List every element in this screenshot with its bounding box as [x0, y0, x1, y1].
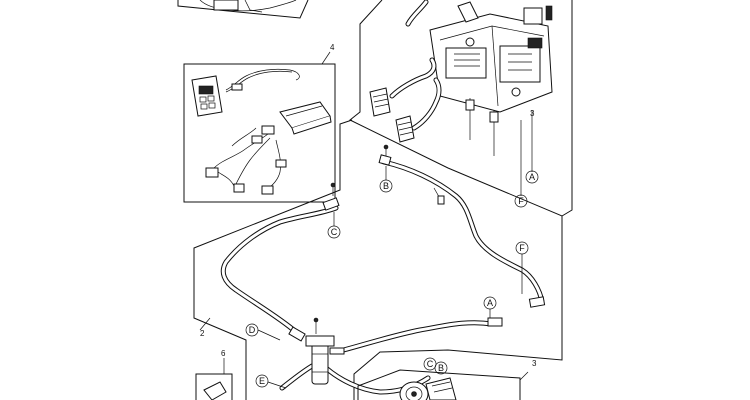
wire-harness: [205, 125, 287, 195]
main-hose-boundary: 2: [193, 119, 563, 400]
connector-c-mid-label: C: [331, 227, 338, 237]
relay-module: [279, 101, 332, 135]
connector-c-bottom-label: C: [427, 359, 434, 369]
bolts: [313, 144, 389, 334]
compressor-box: 3: [357, 359, 537, 400]
wiring-kit-box: 4: [183, 43, 336, 203]
ref-3-lower-label: 3: [532, 359, 537, 368]
top-left-kit-box: [177, 0, 309, 19]
box-6: 6: [195, 349, 233, 400]
ref-6-label: 6: [221, 349, 226, 358]
connector-d: [245, 323, 259, 337]
refrigerant-hoses: [220, 154, 546, 395]
evaporator-unit: [429, 1, 553, 113]
connector-f-right-label: F: [519, 243, 525, 253]
connector-a-upper: [525, 170, 539, 184]
compressor: [399, 377, 457, 400]
ref-2-label: 2: [200, 329, 205, 338]
connector-b-label: B: [383, 181, 389, 191]
connector-b-bottom: [434, 361, 448, 375]
connector-b: [379, 179, 393, 193]
air-vent-left: [369, 87, 391, 117]
receiver-drier: [305, 335, 345, 385]
air-vent-right: [395, 115, 415, 143]
connector-a-upper-label: A: [529, 172, 535, 182]
connector-c-mid: [327, 225, 341, 239]
connector-e: [255, 374, 269, 388]
ref-4-label: 4: [330, 43, 335, 52]
connector-a-right-label: A: [487, 298, 493, 308]
connector-f-upper: [514, 194, 528, 208]
connector-f-upper-label: F: [518, 196, 524, 206]
ref-3-upper-label: 3: [530, 109, 535, 118]
connector-f-right: [515, 241, 529, 255]
connector-b-bottom-label: B: [438, 363, 444, 373]
connector-e-label: E: [259, 376, 265, 386]
connector-c-bottom: [423, 357, 437, 371]
connector-a-right: [483, 296, 497, 310]
hvac-unit-group: 3: [349, 0, 573, 217]
connector-d-label: D: [249, 325, 256, 335]
control-panel: [191, 75, 223, 117]
